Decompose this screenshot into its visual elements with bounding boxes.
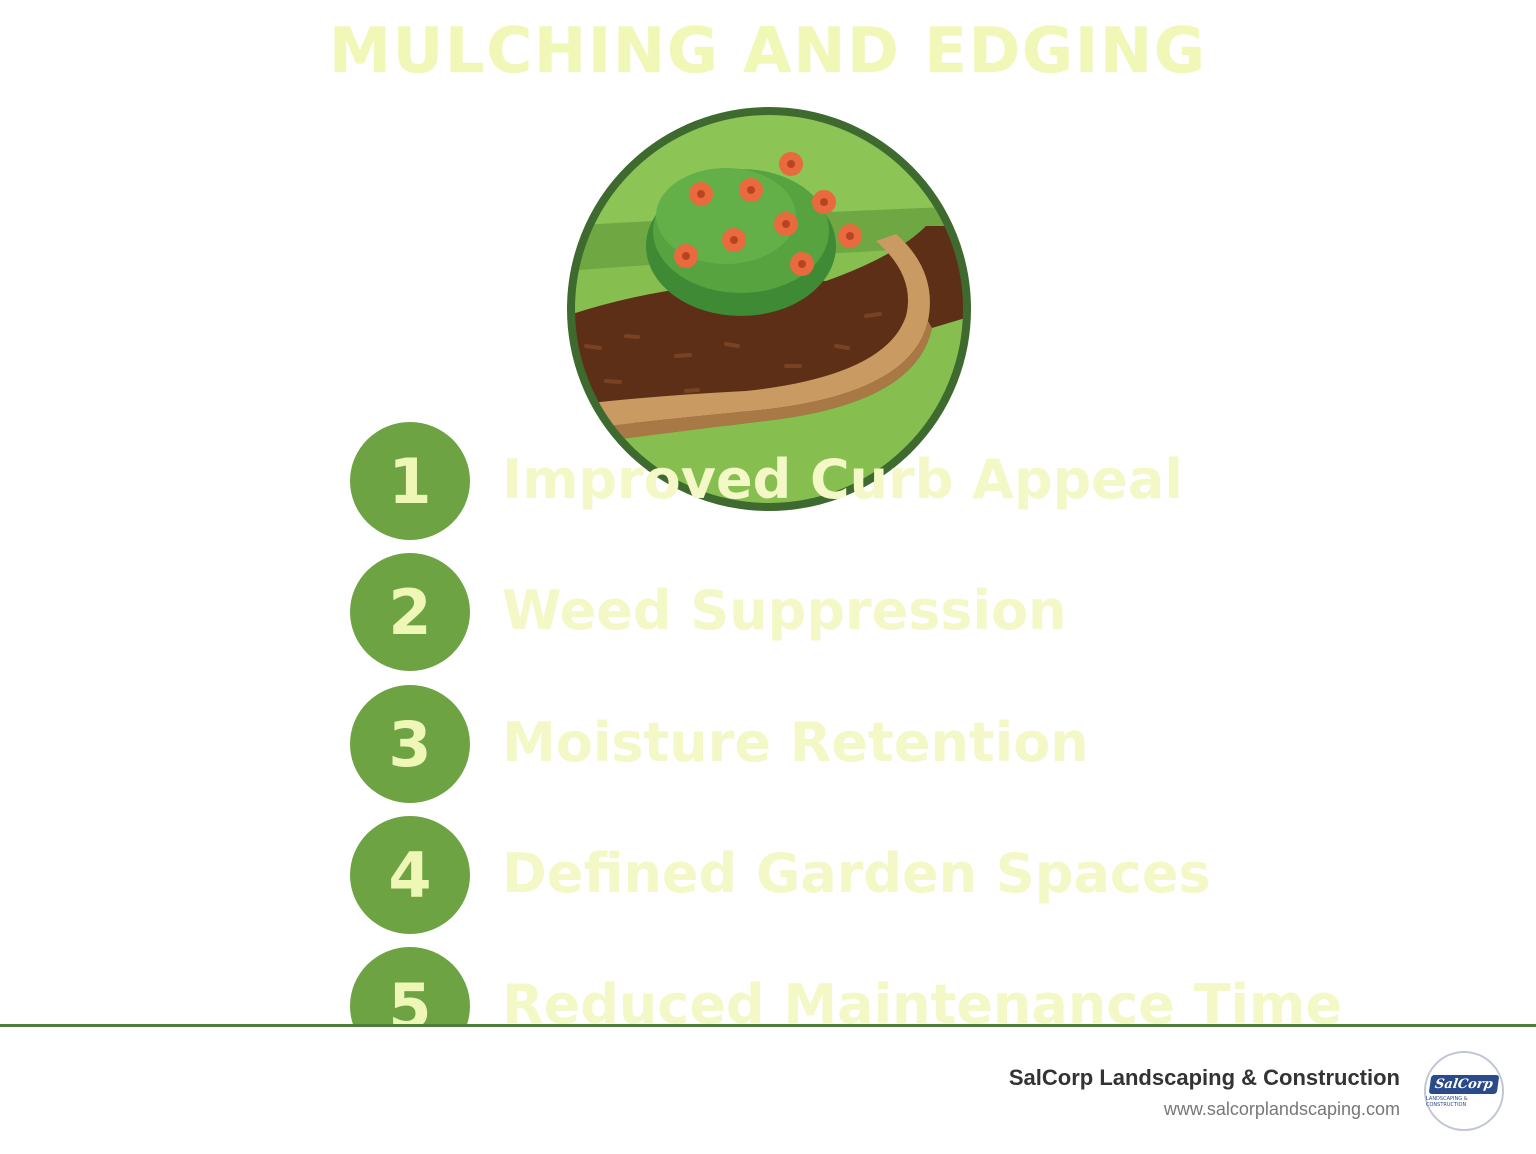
company-logo: SalCorp LANDSCAPING & CONSTRUCTION	[1424, 1051, 1504, 1131]
benefit-label: Moisture Retention	[502, 711, 1089, 774]
footer: SalCorp Landscaping & Construction www.s…	[0, 1027, 1536, 1154]
logo-wordmark: SalCorp	[1428, 1074, 1500, 1094]
number-badge: 4	[350, 816, 470, 934]
benefit-label: Improved Curb Appeal	[502, 448, 1183, 511]
mulch-bed-with-flowering-shrub-icon	[567, 107, 971, 511]
benefit-label: Reduced Maintenance Time	[502, 973, 1342, 1025]
mulch-bed-illustration	[566, 106, 972, 512]
benefit-label: Defined Garden Spaces	[502, 842, 1211, 905]
list-item: 1 Improved Curb Appeal	[350, 422, 1350, 542]
benefits-list: 1 Improved Curb Appeal 2 Weed Suppressio…	[350, 0, 1350, 1025]
number-badge: 1	[350, 422, 470, 540]
page-title: MULCHING AND EDGING	[329, 14, 1207, 87]
benefit-label: Weed Suppression	[502, 579, 1067, 642]
list-item: 4 Defined Garden Spaces	[350, 816, 1350, 936]
number-badge: 3	[350, 685, 470, 803]
list-item: 2 Weed Suppression	[350, 553, 1350, 673]
company-name: SalCorp Landscaping & Construction	[1008, 1065, 1400, 1090]
footer-divider	[0, 1024, 1536, 1027]
logo-subtext: LANDSCAPING & CONSTRUCTION	[1426, 1095, 1468, 1108]
website-link[interactable]: www.salcorplandscaping.com	[1163, 1099, 1400, 1119]
number-badge: 5	[350, 947, 470, 1025]
list-item: 5 Reduced Maintenance Time	[350, 947, 1350, 1025]
number-badge: 2	[350, 553, 470, 671]
list-item: 3 Moisture Retention	[350, 685, 1350, 805]
